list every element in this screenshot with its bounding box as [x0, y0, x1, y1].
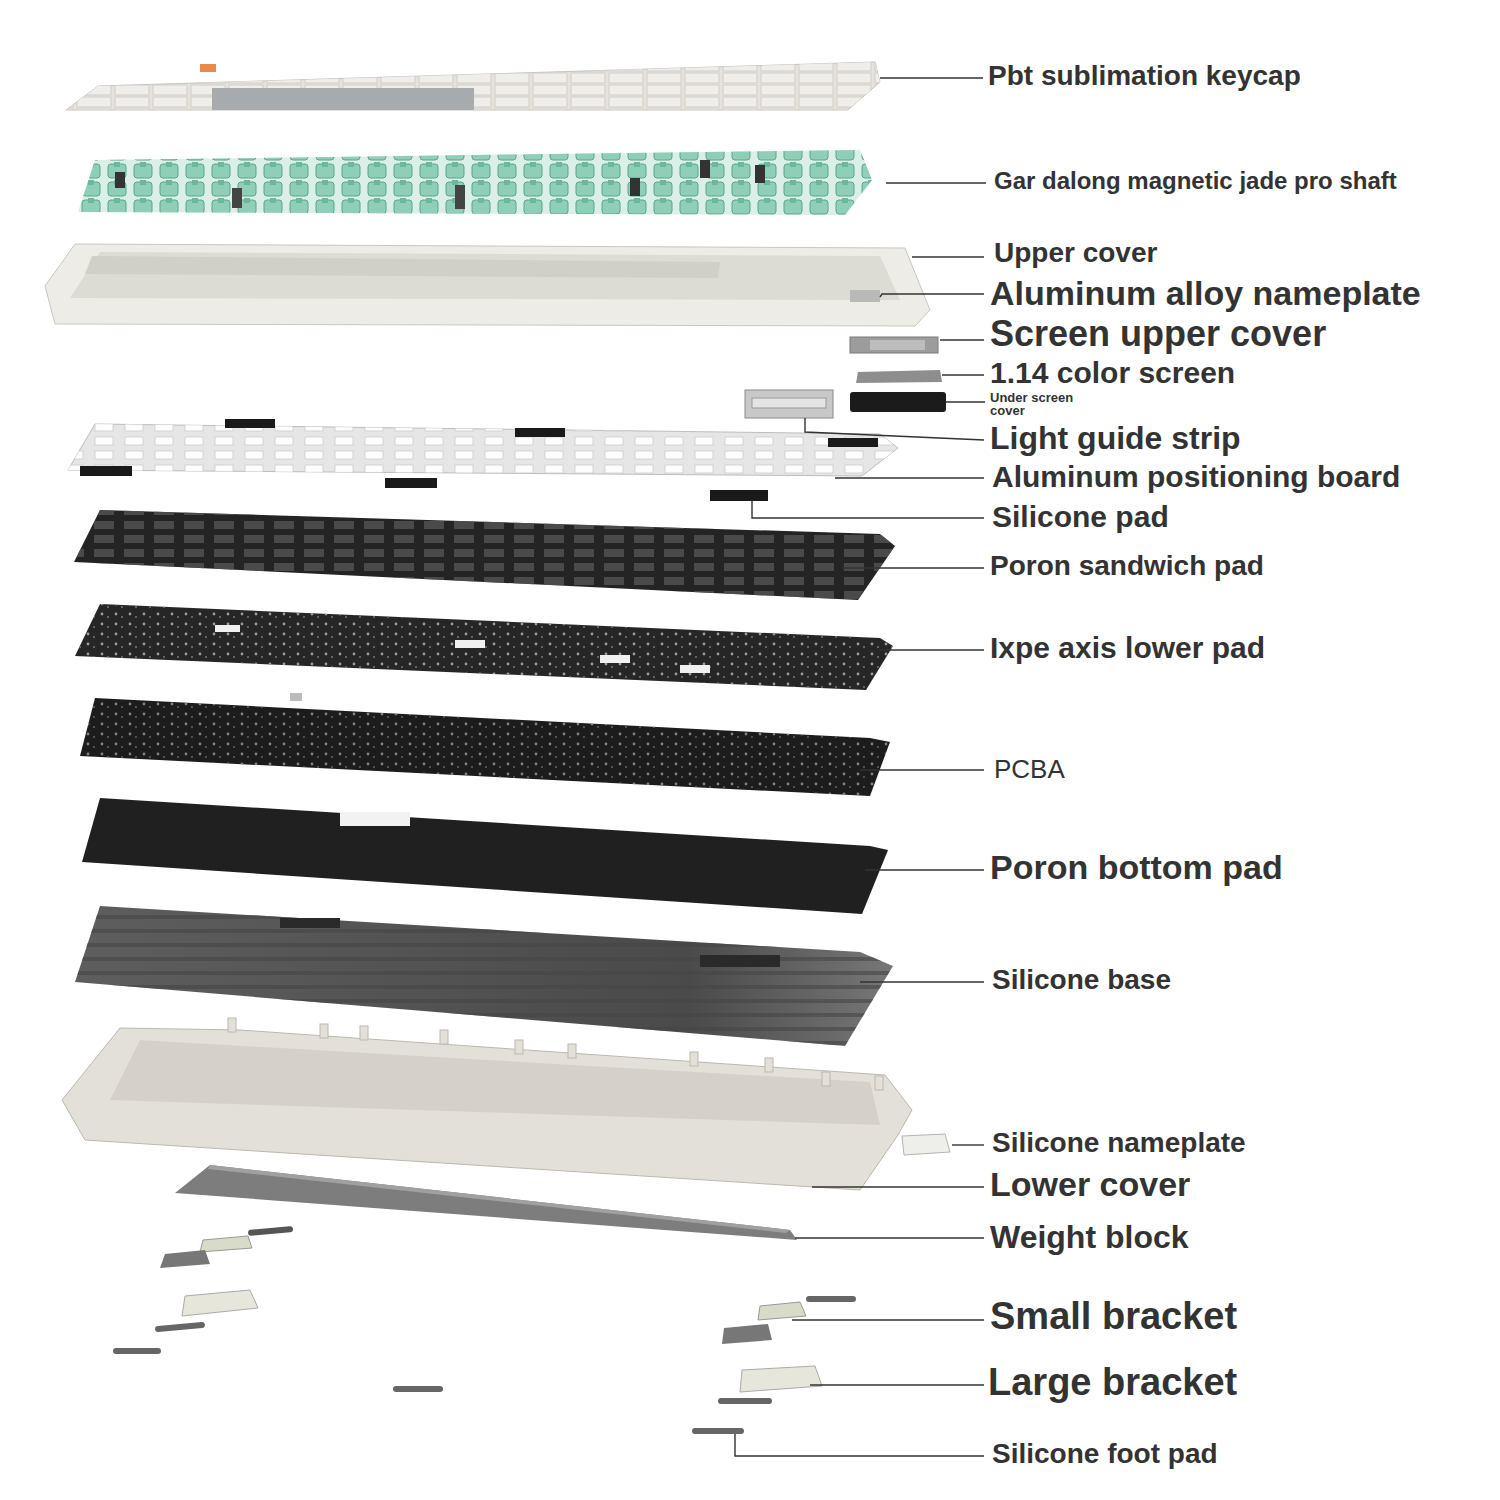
part-label: Light guide strip	[990, 420, 1241, 457]
part-label: Screen upper cover	[990, 313, 1326, 355]
part-label: Weight block	[990, 1219, 1189, 1256]
part-label: Gar dalong magnetic jade pro shaft	[994, 167, 1397, 195]
part-label: Poron bottom pad	[990, 848, 1283, 887]
part-label: Small bracket	[990, 1295, 1237, 1338]
part-label: Under screen cover	[990, 391, 1082, 417]
part-label: Ixpe axis lower pad	[990, 631, 1265, 665]
part-label: Upper cover	[994, 237, 1157, 269]
part-label: Silicone base	[992, 964, 1171, 996]
part-label: Pbt sublimation keycap	[988, 60, 1301, 92]
part-label: Poron sandwich pad	[990, 550, 1264, 582]
part-label: Aluminum alloy nameplate	[990, 274, 1421, 313]
part-label: PCBA	[994, 754, 1065, 785]
part-label: Large bracket	[988, 1361, 1237, 1404]
part-label: Silicone nameplate	[992, 1127, 1246, 1159]
part-label: 1.14 color screen	[990, 356, 1235, 390]
part-label: Aluminum positioning board	[992, 460, 1400, 494]
part-label: Lower cover	[990, 1165, 1190, 1204]
part-label: Silicone foot pad	[992, 1438, 1218, 1470]
part-label: Silicone pad	[992, 500, 1169, 534]
